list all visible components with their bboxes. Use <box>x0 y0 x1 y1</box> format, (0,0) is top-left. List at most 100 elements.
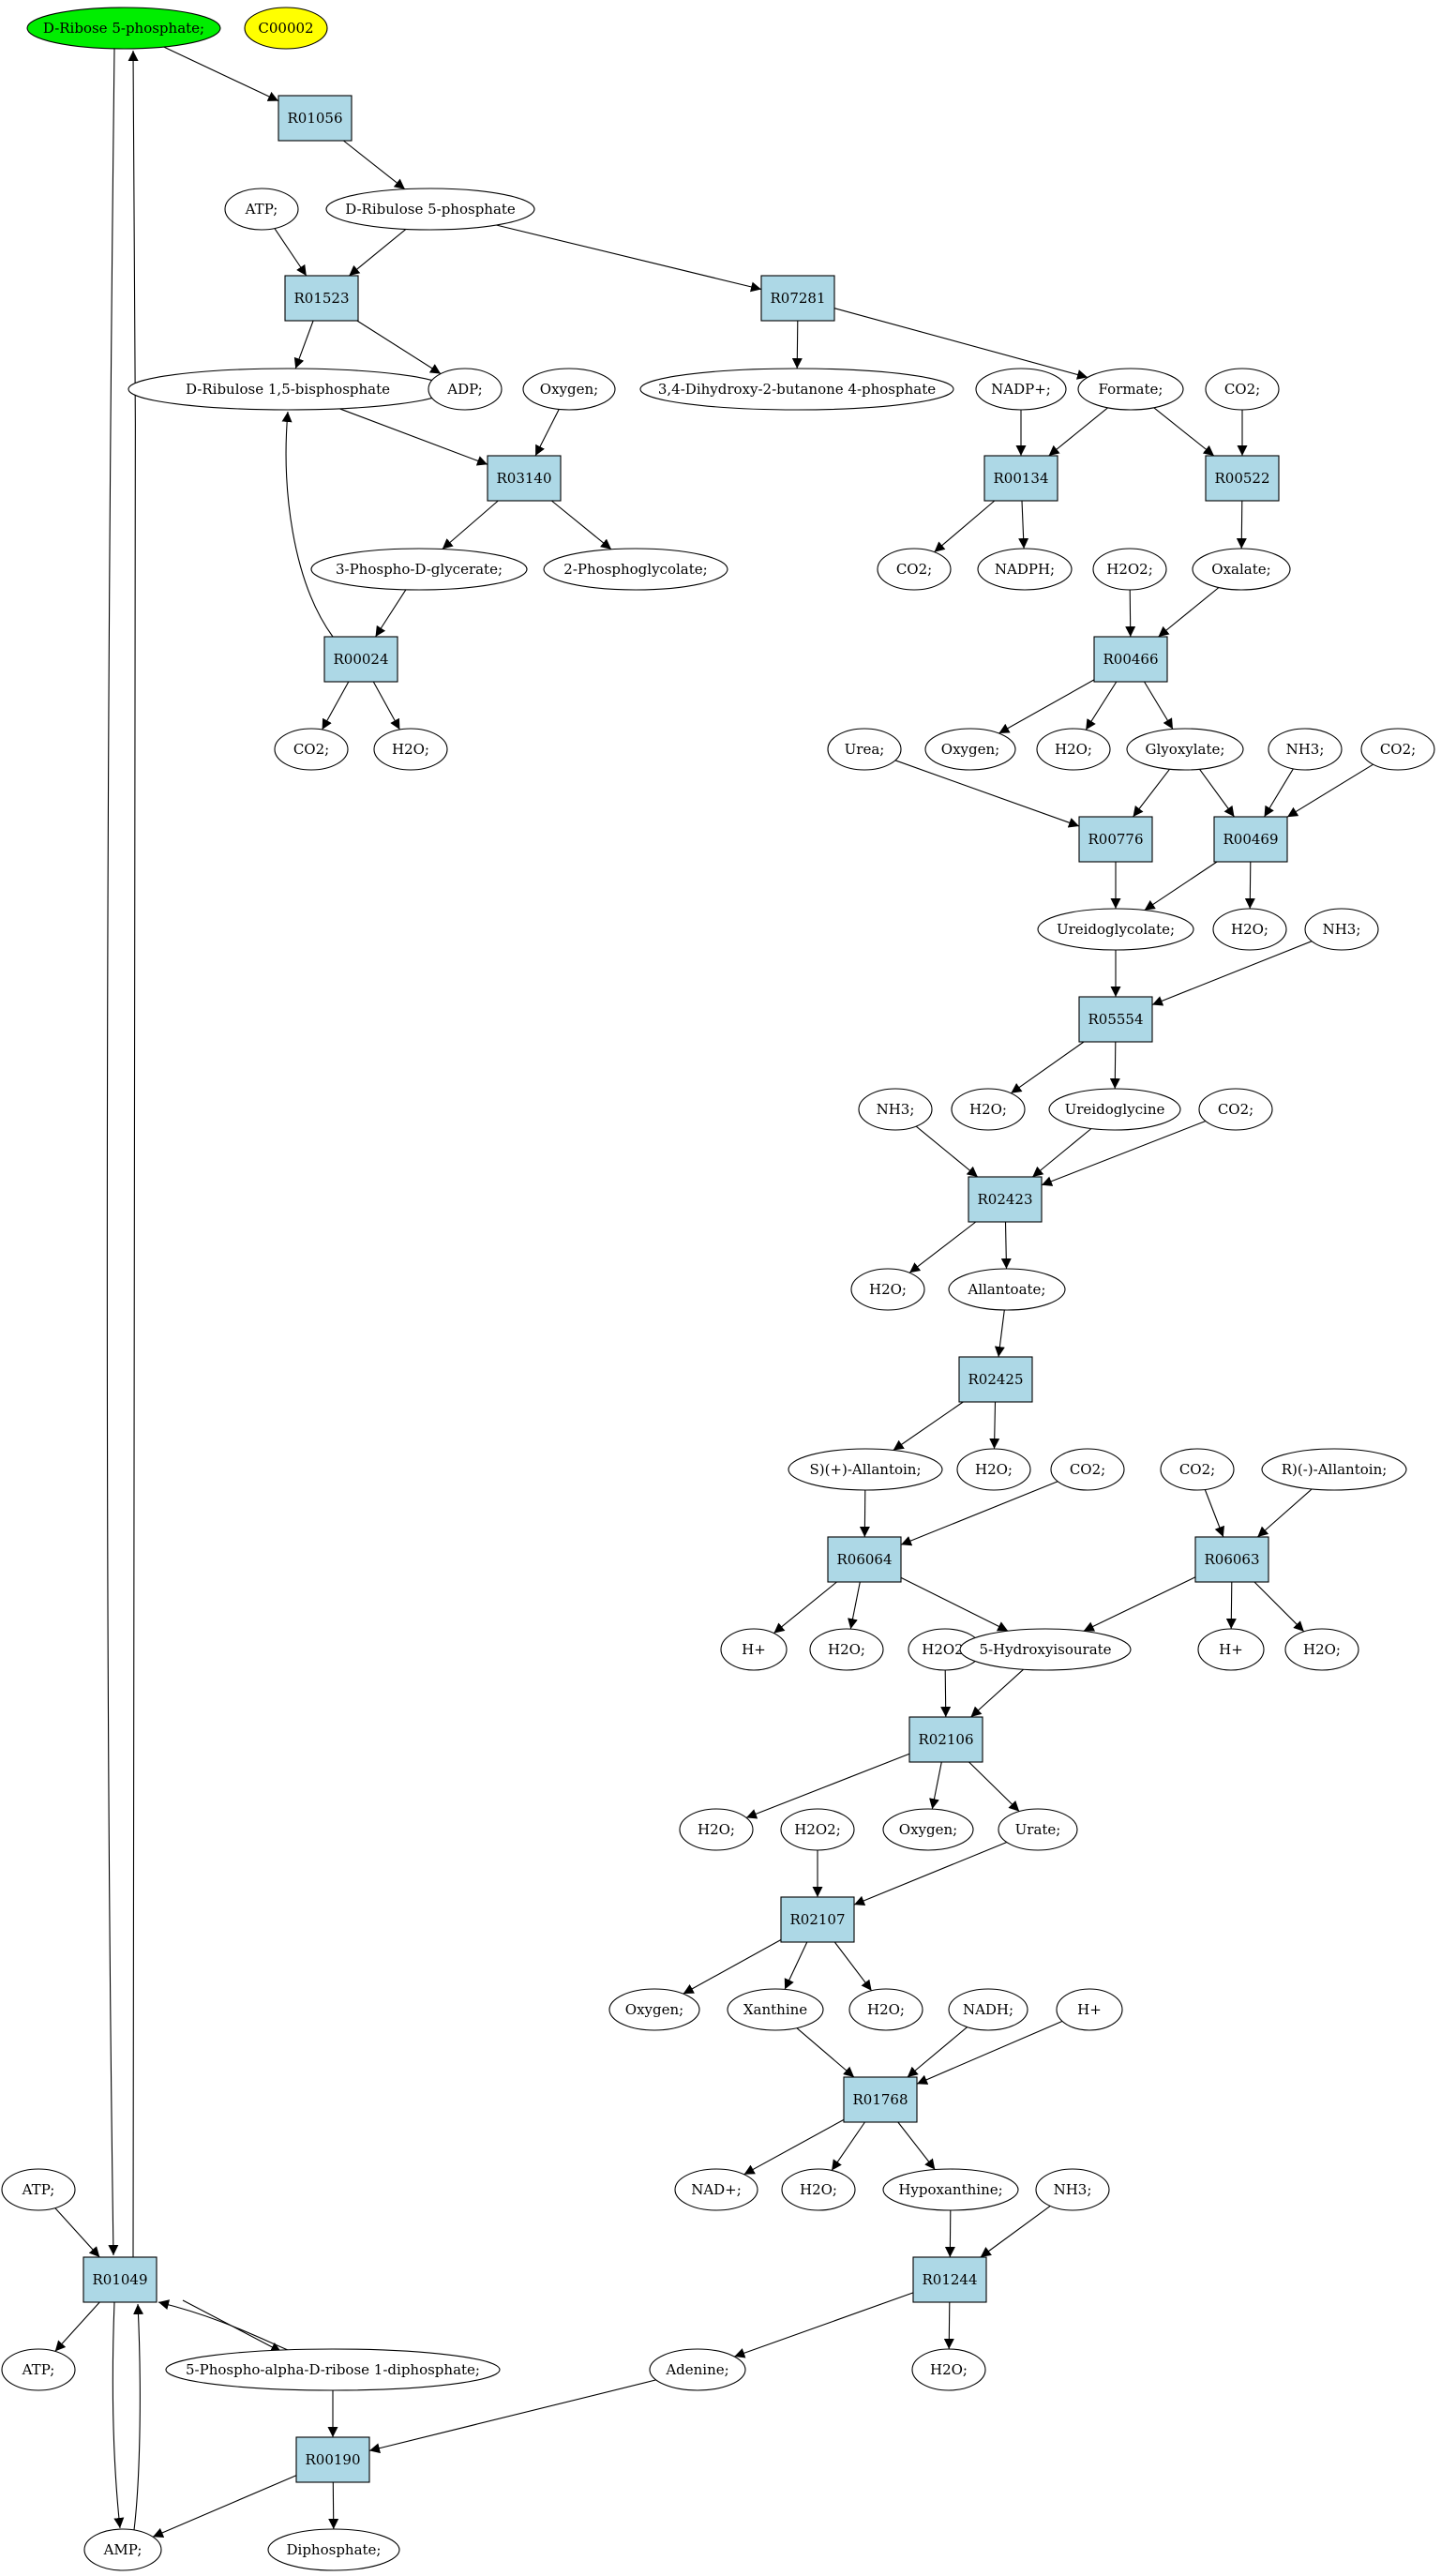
compound-node-n-hypox[interactable]: Hypoxanthine; <box>882 2168 1019 2211</box>
compound-node-n-nh3-a[interactable]: NH3; <box>1268 728 1343 771</box>
edge-n-formate-to-r00134 <box>1048 407 1108 457</box>
compound-ellipse <box>1304 908 1379 951</box>
reaction-node-r01056[interactable]: R01056 <box>278 95 353 142</box>
compound-node-n-2pgc[interactable]: 2-Phosphoglycolate; <box>543 548 728 591</box>
compound-node-n-oxy4[interactable]: Oxygen; <box>608 1988 700 2031</box>
edge-r00469-to-n-ureidogc <box>1144 861 1218 911</box>
compound-node-n-glyox[interactable]: Glyoxylate; <box>1126 728 1244 771</box>
compound-node-n-formate[interactable]: Formate; <box>1077 368 1184 411</box>
compound-node-n-h2o-h[interactable]: H2O; <box>1284 1628 1359 1671</box>
compound-node-n-ureidogc[interactable]: Ureidoglycolate; <box>1037 908 1194 951</box>
reaction-node-r00469[interactable]: R00469 <box>1213 816 1288 863</box>
compound-node-n-adp[interactable]: ADP; <box>428 368 503 411</box>
compound-node-n-amp[interactable]: AMP; <box>83 2528 162 2571</box>
reaction-node-r01768[interactable]: R01768 <box>843 2076 918 2123</box>
compound-node-n-dru5p[interactable]: D-Ribulose 5-phosphate <box>325 188 535 231</box>
compound-ellipse <box>1197 1628 1265 1671</box>
compound-node-n-sallant[interactable]: S)(+)-Allantoin; <box>788 1448 943 1491</box>
reaction-node-r00134[interactable]: R00134 <box>983 455 1058 502</box>
compound-node-n-oxy2[interactable]: Oxygen; <box>924 728 1016 771</box>
compound-node-n-nadph[interactable]: NADPH; <box>977 548 1073 591</box>
reaction-node-r02107[interactable]: R02107 <box>780 1896 855 1943</box>
compound-node-n-oxalate[interactable]: Oxalate; <box>1192 548 1291 591</box>
reaction-box <box>487 455 562 502</box>
compound-node-n-drubp[interactable]: D-Ribulose 1,5-bisphosphate <box>128 368 448 411</box>
reaction-node-r02106[interactable]: R02106 <box>908 1716 983 1763</box>
compound-node-n-h2o-i[interactable]: H2O; <box>679 1808 754 1851</box>
compound-node-n-h2o-l[interactable]: H2O; <box>911 2348 986 2391</box>
compound-node-n-co2-b[interactable]: CO2; <box>877 548 952 591</box>
reaction-node-r01049[interactable]: R01049 <box>83 2256 158 2303</box>
compound-node-n-atp1[interactable]: ATP; <box>224 188 299 231</box>
compound-ellipse <box>727 1988 824 2031</box>
reaction-node-r02423[interactable]: R02423 <box>968 1176 1043 1223</box>
compound-node-n-h2o-c[interactable]: H2O; <box>1212 908 1287 951</box>
compound-node-n-h2o-b[interactable]: H2O; <box>1036 728 1111 771</box>
reaction-node-r01244[interactable]: R01244 <box>912 2256 987 2303</box>
reaction-node-r00466[interactable]: R00466 <box>1093 636 1168 683</box>
compound-node-n-urate[interactable]: Urate; <box>998 1808 1078 1851</box>
compound-node-n-rallant[interactable]: R)(-)-Allantoin; <box>1261 1448 1407 1491</box>
compound-ellipse <box>522 368 616 411</box>
compound-node-n-oxy3[interactable]: Oxygen; <box>882 1808 974 1851</box>
compound-node-n-oxy1[interactable]: Oxygen; <box>522 368 616 411</box>
compound-node-n-c00002[interactable]: C00002 <box>244 7 328 50</box>
compound-node-n-hplus-c[interactable]: H+ <box>1056 1988 1123 2031</box>
reaction-node-r03140[interactable]: R03140 <box>487 455 562 502</box>
compound-node-n-co2-d[interactable]: CO2; <box>1360 728 1435 771</box>
compound-node-n-urea[interactable]: Urea; <box>827 728 902 771</box>
reaction-node-r00190[interactable]: R00190 <box>295 2436 370 2483</box>
compound-node-n-h2o-j[interactable]: H2O; <box>848 1988 923 2031</box>
compound-node-n-h2o-k[interactable]: H2O; <box>781 2168 856 2211</box>
reaction-node-r00776[interactable]: R00776 <box>1078 816 1153 863</box>
reaction-node-r05554[interactable]: R05554 <box>1078 996 1153 1043</box>
compound-node-n-nadh[interactable]: NADH; <box>948 1988 1028 2031</box>
compound-node-n-h2o-e[interactable]: H2O; <box>850 1268 925 1311</box>
compound-node-n-h2o-d[interactable]: H2O; <box>951 1088 1026 1131</box>
compound-node-n-nh3-d[interactable]: NH3; <box>1035 2168 1110 2211</box>
compound-node-n-allantoate[interactable]: Allantoate; <box>948 1268 1066 1311</box>
compound-node-n-adenine[interactable]: Adenine; <box>649 2348 746 2391</box>
reaction-node-r01523[interactable]: R01523 <box>284 275 359 322</box>
compound-node-n-dhbp[interactable]: 3,4-Dihydroxy-2-butanone 4-phosphate <box>639 368 954 411</box>
compound-node-n-co2-g[interactable]: CO2; <box>1160 1448 1235 1491</box>
compound-node-n-nad[interactable]: NAD+; <box>674 2168 758 2211</box>
compound-node-n-hplus-b[interactable]: H+ <box>1197 1628 1265 1671</box>
edge-r06064-to-n-hplus-a <box>773 1581 837 1634</box>
reaction-node-r06064[interactable]: R06064 <box>827 1536 902 1583</box>
compound-node-n-atp2[interactable]: ATP; <box>1 2168 76 2211</box>
compound-node-n-diphos[interactable]: Diphosphate; <box>267 2528 400 2571</box>
edge-r00469-to-n-h2o-c <box>1244 861 1255 910</box>
compound-node-n-nh3-c[interactable]: NH3; <box>858 1088 933 1131</box>
compound-node-n-h2o-g[interactable]: H2O; <box>809 1628 884 1671</box>
compound-node-n-prpp[interactable]: 5-Phospho-alpha-D-ribose 1-diphosphate; <box>165 2348 501 2391</box>
compound-node-n-co2-f[interactable]: CO2; <box>1050 1448 1125 1491</box>
compound-node-n-nh3-b[interactable]: NH3; <box>1304 908 1379 951</box>
reaction-node-r06063[interactable]: R06063 <box>1194 1536 1269 1583</box>
compound-ellipse <box>1 2168 76 2211</box>
compound-node-n-co2-a[interactable]: CO2; <box>1205 368 1280 411</box>
compound-node-n-xanthine[interactable]: Xanthine <box>727 1988 824 2031</box>
compound-node-n-3pg[interactable]: 3-Phospho-D-glycerate; <box>310 548 528 591</box>
reaction-node-r07281[interactable]: R07281 <box>760 275 835 322</box>
compound-node-n-ureidogly[interactable]: Ureidoglycine <box>1048 1088 1181 1131</box>
compound-node-n-h2o-f[interactable]: H2O; <box>956 1448 1031 1491</box>
compound-node-n-drib5p-start[interactable]: D-Ribose 5-phosphate; <box>26 7 221 50</box>
compound-ellipse <box>310 548 528 591</box>
node-label: R00024 <box>333 651 388 668</box>
node-label: R01244 <box>922 2271 977 2288</box>
compound-node-n-hplus-a[interactable]: H+ <box>720 1628 788 1671</box>
compound-node-n-atp3[interactable]: ATP; <box>1 2348 76 2391</box>
compound-node-n-co2-c[interactable]: CO2; <box>274 728 349 771</box>
reaction-node-r00522[interactable]: R00522 <box>1205 455 1280 502</box>
compound-node-n-co2-e[interactable]: CO2; <box>1198 1088 1273 1131</box>
compound-node-n-nadp[interactable]: NADP+; <box>975 368 1067 411</box>
compound-node-n-h2o2-c[interactable]: H2O2; <box>780 1808 855 1851</box>
compound-node-n-h2o-a[interactable]: H2O; <box>373 728 448 771</box>
compound-node-n-h2o2-b[interactable]: H2O2; <box>908 1628 983 1671</box>
reaction-node-r02425[interactable]: R02425 <box>958 1356 1033 1403</box>
compound-node-n-5hiu[interactable]: 5-Hydroxyisourate <box>959 1628 1132 1671</box>
node-label: R00190 <box>305 2451 360 2468</box>
reaction-node-r00024[interactable]: R00024 <box>323 636 398 683</box>
compound-node-n-h2o2-a[interactable]: H2O2; <box>1092 548 1167 591</box>
